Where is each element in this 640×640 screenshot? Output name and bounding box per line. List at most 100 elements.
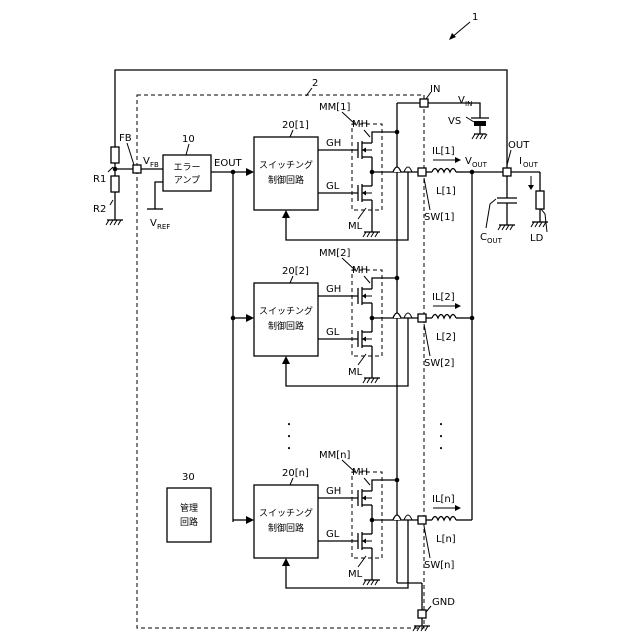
vref-label: V [150,218,157,229]
vin-label: V [458,95,465,106]
in-label: IN [430,84,440,95]
inductor-label: L[n] [436,534,456,545]
inductor-label: L[2] [436,332,456,343]
out-label: OUT [508,140,530,151]
ground-hatch [375,580,378,585]
eout-arrow [246,168,254,176]
ground-hatch [367,232,370,237]
mosfet-module [352,472,382,558]
fb-label: FB [119,133,132,144]
ground-hatch [363,232,366,237]
ellipsis-dot: ・ [436,420,446,431]
crossover-hump [404,515,412,520]
il-label: IL[n] [432,494,455,505]
ground-hatch [375,378,378,383]
vout-label: V [465,156,472,167]
crossover-hump [404,313,412,318]
sw-label: SW[n] [424,560,454,571]
phase-3: スイッチング制御回路20[n]GHGLIL[n]L[n]SW[n]MM[n]MH… [233,450,472,588]
control-ref-leader [290,276,293,283]
sw-label: SW[1] [424,212,454,223]
control-ref-label: 20[2] [282,266,309,277]
il-arrowhead [455,303,461,309]
control-ref-leader [290,478,293,485]
mh-label: MH [352,467,368,478]
eout-arrow [246,516,254,524]
module-label: MM[n] [319,450,350,461]
control-line1: スイッチング [259,507,313,519]
inductor-coil [432,169,456,173]
mh-label: MH [352,119,368,130]
system-ref-label: 1 [472,12,478,23]
ellipsis-dot: ・ [284,432,294,443]
ellipsis-dot: ・ [436,432,446,443]
iout-sub-label: OUT [523,161,539,169]
sw-terminal [418,314,426,322]
gh-label: GH [326,284,341,295]
crossover-hump [393,167,401,172]
mosfet-module [352,270,382,356]
phase-2: スイッチング制御回路20[2]GHGLIL[2]L[2]SW[2]MM[2]MH… [233,248,472,386]
switching-control-block [254,137,318,210]
ellipsis-dot: ・ [436,444,446,455]
vs-source [471,118,489,139]
crossover-hump [393,515,401,520]
sw-feedback-arrow [282,558,290,566]
ground-hatch [371,580,374,585]
module-label: MM[1] [319,102,351,113]
gl-label: GL [326,181,340,192]
ld-label: LD [530,233,544,244]
vfb-label: V [143,156,150,167]
resistor-r1 [111,147,119,163]
sw-feedback-arrow [282,356,290,364]
sw-leader [424,178,430,210]
control-line2: 制御回路 [268,522,304,534]
inductor-label: L[1] [436,186,456,197]
vin-junction [395,478,400,483]
ground-r2 [106,220,123,225]
il-arrowhead [455,157,461,163]
resistor-r2 [111,176,119,192]
ml-label: ML [348,569,363,580]
mgmt-line2: 回路 [180,516,198,528]
vin-junction [395,276,400,281]
control-line1: スイッチング [259,305,313,317]
gl-label: GL [326,327,340,338]
ground-hatch [375,232,378,237]
cout-label: C [480,232,487,243]
cout-sub-label: OUT [487,237,503,245]
mh-leader [364,276,370,283]
ground-hatch [363,580,366,585]
r2-label: R2 [93,204,106,215]
phase-stages: スイッチング制御回路20[1]GHGLIL[1]L[1]SW[1]MM[1]MH… [233,102,472,588]
mgmt-line1: 管理 [180,502,198,514]
gh-label: GH [326,138,341,149]
controller-ref-label: 2 [312,78,318,89]
inductor-coil [432,315,456,319]
mosfet-module [352,124,382,210]
vfb-sub-label: FB [150,161,159,169]
sw-leader [424,324,430,356]
phase-1: スイッチング制御回路20[1]GHGLIL[1]L[1]SW[1]MM[1]MH… [246,102,472,240]
eout-label: EOUT [214,158,243,169]
mh-leader [364,130,370,137]
mgmt-ref-label: 30 [182,472,195,483]
ellipsis-dot: ・ [284,420,294,431]
fb-terminal [133,165,141,173]
ground-hatch [367,378,370,383]
vin-junction [395,130,400,135]
ground-hatch [363,378,366,383]
module-label: MM[2] [319,248,351,259]
sw-label: SW[2] [424,358,454,369]
sw-leader [424,526,430,558]
switching-control-block [254,485,318,558]
mh-label: MH [352,265,368,276]
mh-to-vin [372,132,397,136]
gnd-label: GND [432,597,455,608]
control-line2: 制御回路 [268,174,304,186]
inductor-coil [432,517,456,521]
ground-hatch [371,232,374,237]
il-label: IL[1] [432,146,455,157]
iout-label: I [519,156,522,167]
out-terminal [503,168,511,176]
